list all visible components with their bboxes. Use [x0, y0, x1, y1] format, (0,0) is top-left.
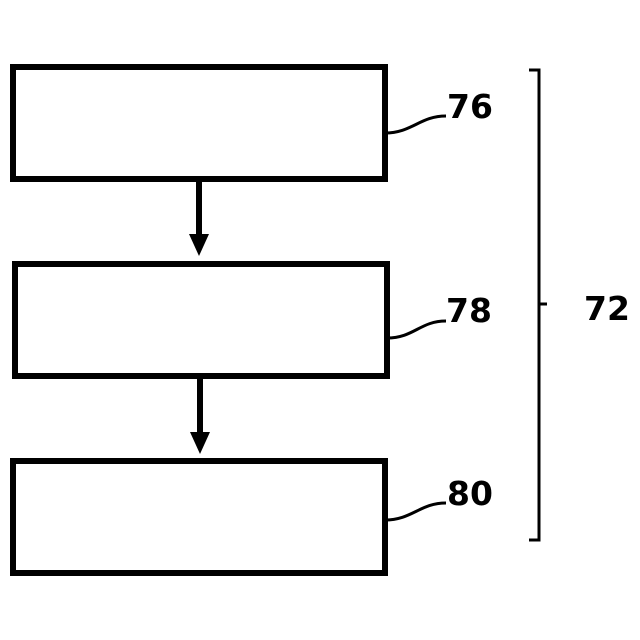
- ref-label-76: 76: [447, 87, 493, 126]
- ref-label-80: 80: [447, 474, 493, 513]
- ref-label-72: 72: [584, 289, 630, 328]
- group-bracket: [529, 70, 547, 540]
- arrow-1-head: [189, 234, 209, 256]
- flow-box-1: [13, 67, 385, 179]
- leader-line-80: [385, 503, 446, 520]
- flow-box-2: [15, 264, 387, 376]
- leader-line-76: [385, 116, 446, 133]
- ref-label-78: 78: [446, 291, 492, 330]
- flow-box-3: [13, 461, 385, 573]
- arrow-2-head: [190, 432, 210, 454]
- leader-line-78: [387, 321, 446, 338]
